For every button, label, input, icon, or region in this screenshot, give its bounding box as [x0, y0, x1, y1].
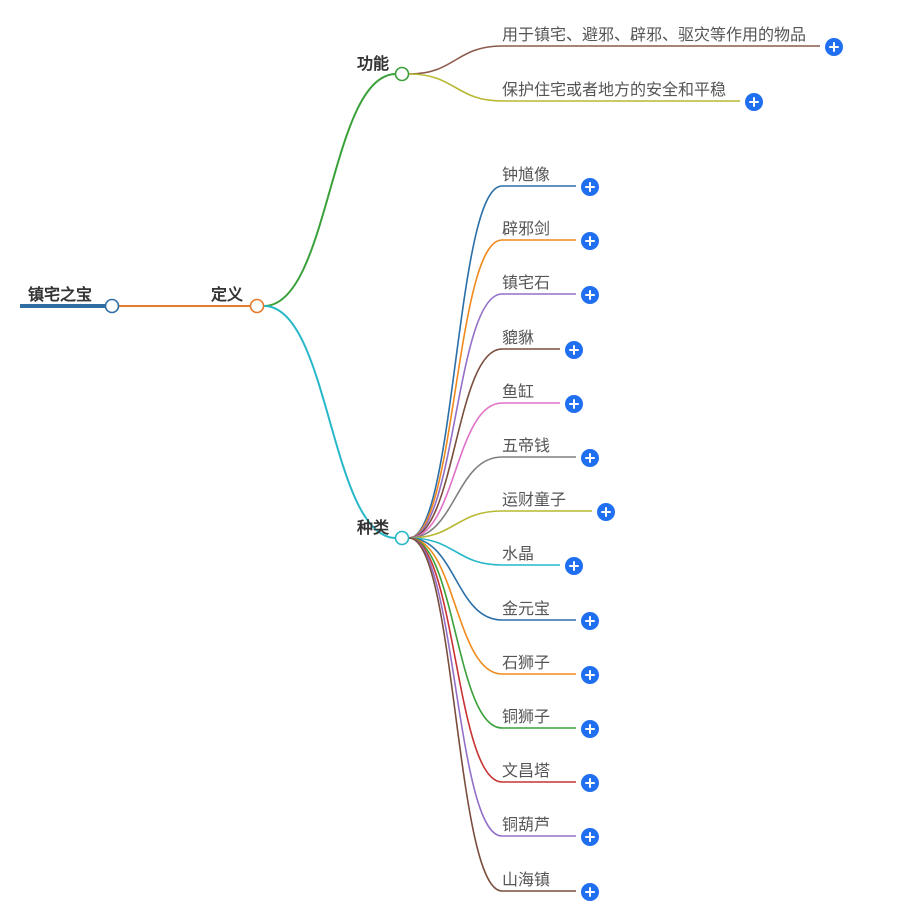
type-leaf-label[interactable]: 水晶 [502, 544, 535, 563]
types-branch-edge [408, 537, 503, 783]
expand-plus-icon[interactable] [581, 883, 599, 901]
function-leaf-label[interactable]: 保护住宅或者地方的安全和平稳 [502, 80, 727, 99]
function-branch-edge [408, 45, 503, 75]
type-leaf-label[interactable]: 金元宝 [502, 599, 551, 618]
expand-plus-icon[interactable] [581, 828, 599, 846]
expand-plus-icon[interactable] [581, 232, 599, 250]
types-branch-edge [408, 239, 503, 539]
types-branch-edge [408, 537, 503, 892]
type-leaf-label[interactable]: 山海镇 [502, 870, 551, 889]
types-branch-edge [408, 537, 503, 837]
expand-plus-icon[interactable] [597, 503, 615, 521]
types-node-circle [394, 530, 410, 546]
types-branch-edge [408, 293, 503, 539]
types-branch-edge [408, 537, 503, 566]
root-node-circle [104, 298, 120, 314]
expand-plus-icon[interactable] [565, 557, 583, 575]
types-branch-edge [408, 537, 503, 621]
expand-plus-icon[interactable] [565, 341, 583, 359]
type-leaf-label[interactable]: 铜狮子 [502, 707, 551, 726]
function-node-label[interactable]: 功能 [357, 54, 390, 73]
definition-node-label[interactable]: 定义 [211, 285, 244, 304]
type-leaf-label[interactable]: 辟邪剑 [502, 219, 551, 238]
expand-plus-icon[interactable] [581, 286, 599, 304]
expand-plus-icon[interactable] [581, 666, 599, 684]
function-node-circle [394, 66, 410, 82]
types-branch-edge [408, 537, 503, 675]
type-leaf-label[interactable]: 文昌塔 [502, 761, 551, 780]
definition-to-types-edge [263, 305, 397, 539]
expand-plus-icon[interactable] [581, 449, 599, 467]
types-branch-edge [408, 456, 503, 539]
expand-plus-icon[interactable] [581, 178, 599, 196]
types-branch-edge [408, 510, 503, 539]
types-branch-edge [408, 402, 503, 539]
expand-plus-icon[interactable] [745, 93, 763, 111]
expand-plus-icon[interactable] [825, 38, 843, 56]
definition-to-function-edge [263, 73, 397, 307]
types-branch-edge [408, 185, 503, 539]
type-leaf-label[interactable]: 鱼缸 [502, 382, 535, 401]
function-branch-edge [408, 73, 503, 102]
function-leaf-label[interactable]: 用于镇宅、避邪、辟邪、驱灾等作用的物品 [502, 25, 807, 44]
expand-plus-icon[interactable] [581, 720, 599, 738]
types-node-label[interactable]: 种类 [357, 518, 390, 537]
root-node-label[interactable]: 镇宅之宝 [28, 285, 93, 304]
definition-node-circle [249, 298, 265, 314]
type-leaf-label[interactable]: 石狮子 [502, 653, 551, 672]
expand-plus-icon[interactable] [581, 774, 599, 792]
type-leaf-label[interactable]: 钟馗像 [502, 165, 551, 184]
type-leaf-label[interactable]: 铜葫芦 [502, 815, 551, 834]
type-leaf-label[interactable]: 五帝钱 [502, 436, 551, 455]
types-branch-edge [408, 537, 503, 729]
types-branch-edge [408, 348, 503, 539]
type-leaf-label[interactable]: 运财童子 [502, 490, 567, 509]
type-leaf-label[interactable]: 貔貅 [502, 328, 535, 347]
expand-plus-icon[interactable] [581, 612, 599, 630]
type-leaf-label[interactable]: 镇宅石 [502, 273, 551, 292]
expand-plus-icon[interactable] [565, 395, 583, 413]
